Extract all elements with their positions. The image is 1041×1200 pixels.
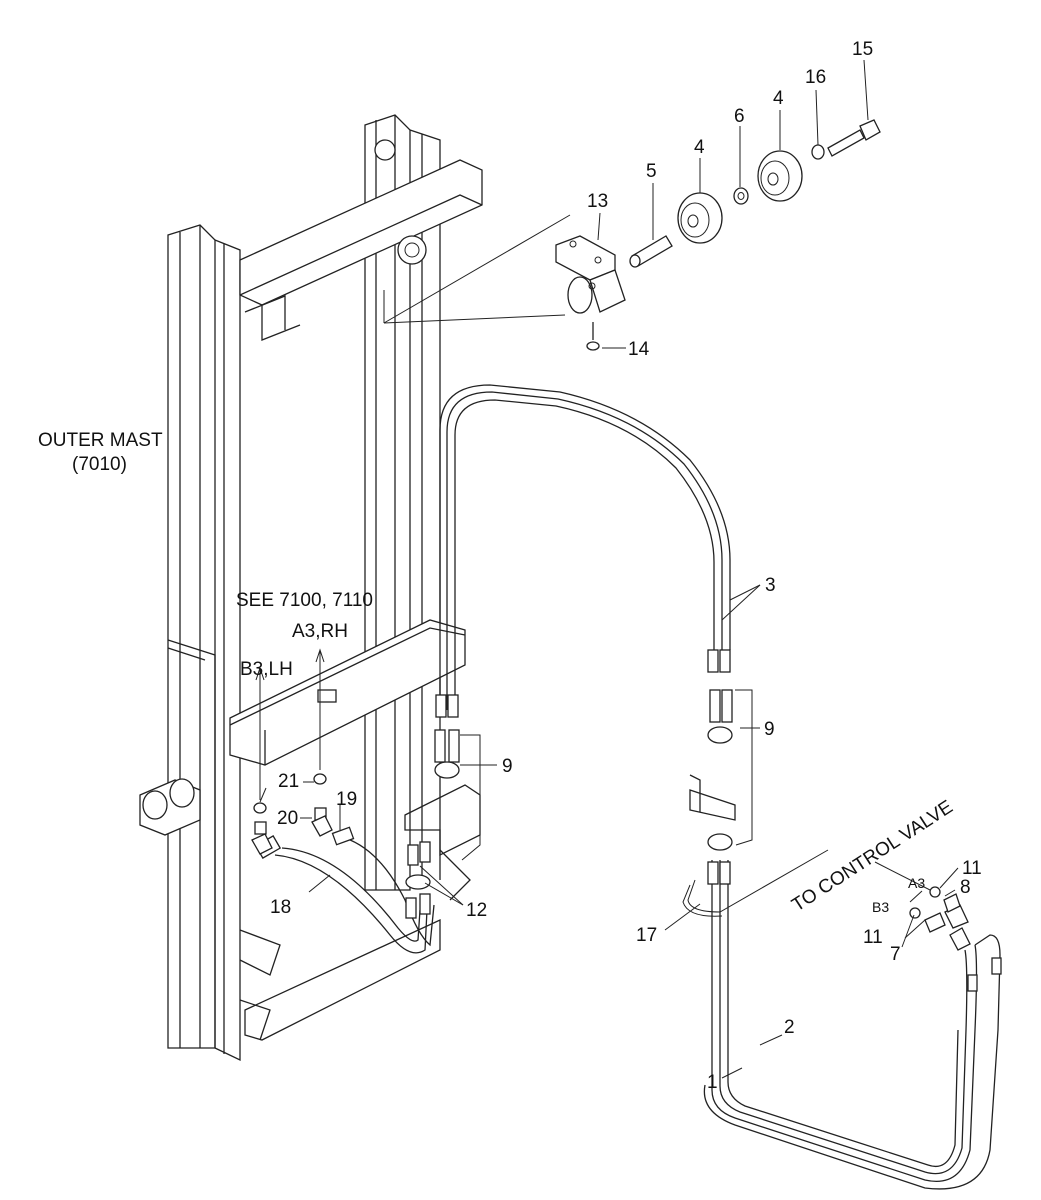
callout-9-left: 9	[502, 756, 513, 777]
callout-11-bottom: 11	[863, 927, 883, 948]
fittings-20-21	[251, 648, 333, 855]
callout-4-right: 4	[773, 88, 784, 109]
callout-2: 2	[784, 1017, 795, 1038]
callout-17: 17	[636, 925, 657, 946]
callout-7: 7	[890, 944, 901, 965]
callout-14: 14	[628, 339, 650, 360]
callout-13: 13	[587, 191, 608, 212]
callout-9-right: 9	[764, 719, 775, 740]
callout-16: 16	[805, 67, 826, 88]
pulley-assembly	[383, 119, 881, 351]
callout-1: 1	[707, 1072, 718, 1093]
callout-11-top: 11	[962, 858, 982, 879]
clamps-9	[434, 689, 753, 861]
callout-8: 8	[960, 877, 971, 898]
callout-3: 3	[765, 575, 776, 596]
outer-mast-frame	[139, 114, 483, 1062]
leader-lines	[259, 59, 959, 1079]
callout-12: 12	[466, 900, 487, 921]
callout-5: 5	[646, 161, 657, 182]
callout-19: 19	[336, 789, 357, 810]
callout-20: 20	[277, 808, 298, 829]
tie-17	[682, 849, 829, 917]
a3-rh-label: A3,RH	[292, 621, 348, 642]
callout-21: 21	[278, 771, 299, 792]
callout-6: 6	[734, 106, 745, 127]
callout-4-left: 4	[694, 137, 705, 158]
a3-port-label: A3	[908, 875, 925, 891]
b3-lh-label: B3,LH	[240, 659, 293, 680]
hose-3	[435, 384, 731, 718]
outer-mast-label: OUTER MAST	[38, 430, 163, 451]
see-reference: SEE 7100, 7110	[236, 590, 373, 611]
hose-1-2	[703, 860, 1002, 1190]
outer-mast-number: (7010)	[72, 454, 127, 475]
callout-15: 15	[852, 39, 873, 60]
b3-port-label: B3	[872, 899, 889, 915]
callout-18: 18	[270, 897, 291, 918]
